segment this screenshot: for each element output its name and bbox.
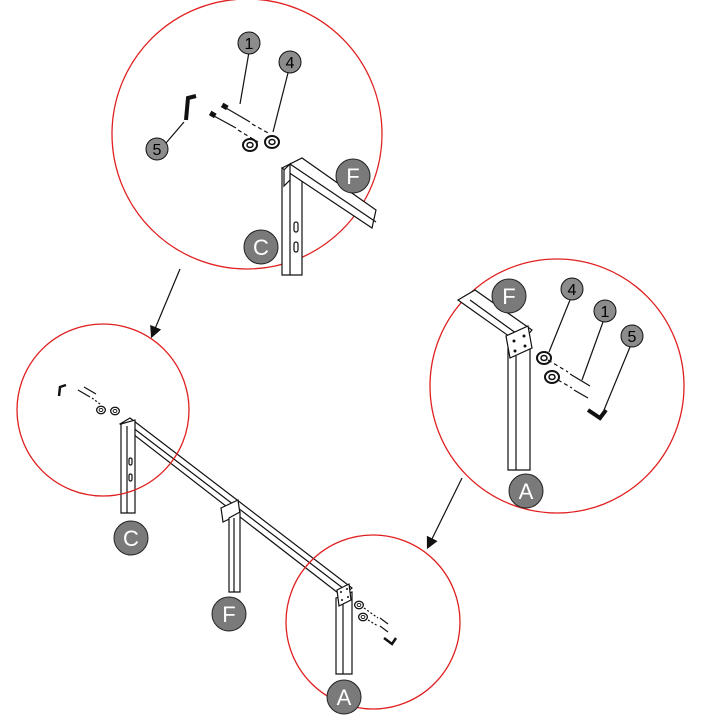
washer-icon — [358, 612, 368, 622]
bolt-icon — [379, 625, 389, 633]
label-c: C — [123, 526, 139, 551]
bolt-icon — [83, 386, 97, 395]
bolt-icon — [557, 379, 589, 399]
main-assembly: C F A — [16, 268, 463, 715]
bolt-icon — [208, 110, 259, 143]
part-badge-5: 5 — [145, 137, 169, 161]
label-c-badge: C — [113, 520, 149, 556]
callout-arrow — [426, 477, 463, 550]
label-f: F — [346, 164, 359, 189]
detail-circle-top — [111, 0, 383, 270]
label-a: A — [519, 479, 534, 504]
label-f-badge: F — [491, 278, 527, 314]
washer-icon — [264, 135, 280, 149]
callout-arrow — [150, 268, 181, 339]
part-badge-1: 1 — [593, 299, 617, 323]
hex-key-icon — [383, 637, 398, 646]
part-badge-1: 1 — [237, 31, 261, 55]
label-f: F — [502, 284, 515, 309]
bolt-icon — [379, 617, 389, 625]
rail-f-detail — [280, 157, 377, 229]
label-a-badge: A — [326, 679, 362, 715]
detail-circle-a — [285, 534, 461, 710]
label-f: F — [222, 602, 235, 627]
label-f-badge: F — [335, 158, 371, 194]
bolt-icon — [77, 389, 91, 398]
detail-circle-right — [429, 258, 685, 514]
washer-icon — [536, 351, 552, 365]
part-number: 5 — [153, 142, 162, 159]
bolt-icon — [547, 359, 591, 387]
label-c-badge: C — [243, 229, 279, 265]
label-f-badge: F — [211, 596, 247, 632]
washer-icon — [110, 406, 120, 416]
detail-right: 4 1 5 F A — [429, 258, 685, 514]
leader-line — [603, 346, 631, 411]
rail-f-detail — [456, 289, 533, 345]
label-a: A — [337, 685, 352, 710]
part-number: 1 — [601, 304, 610, 321]
part-badge-5: 5 — [620, 324, 644, 348]
leader-line — [272, 68, 290, 133]
leader-line — [548, 299, 571, 353]
hardware-c — [57, 383, 120, 416]
hardware-a — [354, 600, 398, 646]
leader-line — [239, 51, 250, 105]
bolt-icon — [220, 102, 271, 135]
part-badge-4: 4 — [278, 50, 302, 74]
detail-circle-c — [16, 323, 190, 497]
washer-icon — [96, 405, 106, 415]
hex-key-icon — [586, 408, 608, 421]
hex-key-icon — [57, 383, 67, 397]
leg-a — [335, 583, 353, 675]
part-number: 5 — [628, 329, 637, 346]
leg-f — [220, 499, 241, 593]
washer-icon — [242, 138, 258, 152]
label-a-badge: A — [508, 473, 544, 509]
leg-a-detail — [505, 325, 533, 471]
leader-line — [165, 121, 185, 144]
washer-icon — [354, 600, 364, 610]
leader-line — [581, 321, 604, 381]
part-number: 1 — [245, 36, 254, 53]
part-number: 4 — [286, 55, 295, 72]
leg-c-detail — [281, 161, 303, 276]
part-number: 4 — [568, 282, 577, 299]
washer-icon — [544, 370, 560, 384]
hex-key-icon — [184, 94, 197, 121]
label-c: C — [253, 235, 269, 260]
part-badge-4: 4 — [560, 277, 584, 301]
leg-c — [120, 419, 136, 514]
detail-top: 1 4 5 F C — [111, 0, 383, 276]
